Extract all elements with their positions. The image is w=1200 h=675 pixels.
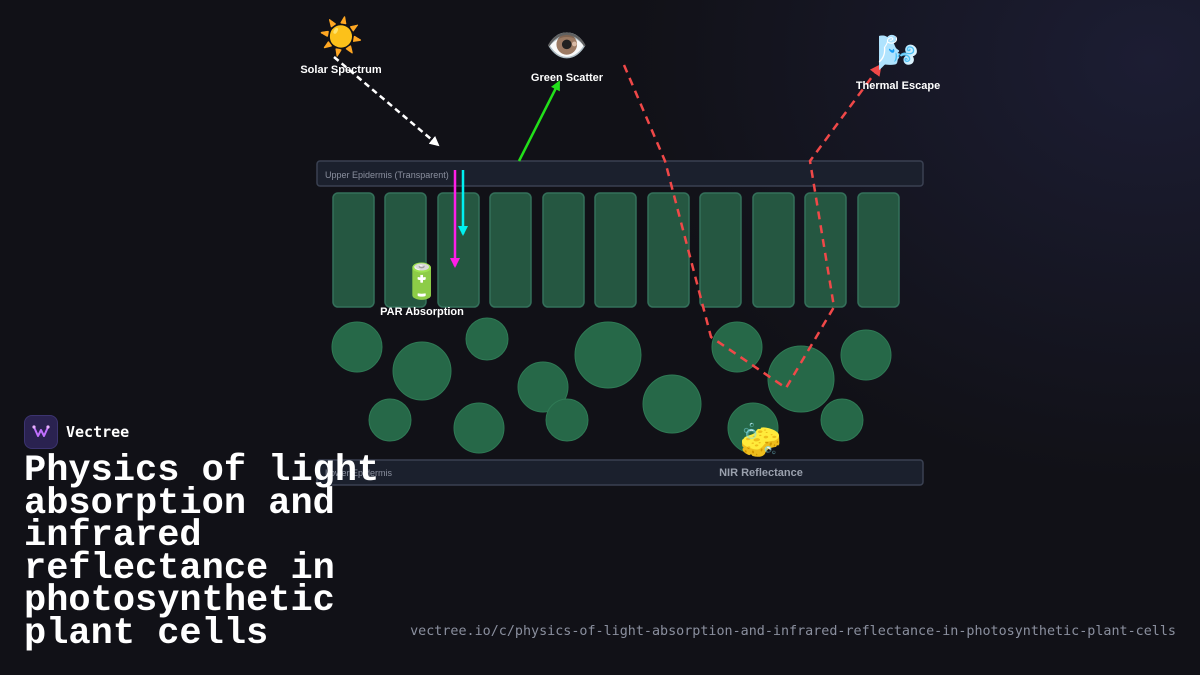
par-absorption-label: PAR Absorption: [380, 306, 464, 318]
solar-incoming-ray: [333, 56, 440, 147]
spongy-cell: [465, 317, 509, 361]
palisade-cell: [804, 192, 847, 308]
palisade-cell: [594, 192, 637, 308]
palisade-cell: [489, 192, 532, 308]
spongy-cell: [642, 374, 702, 434]
palisade-cell: [699, 192, 742, 308]
spongy-cell: [392, 341, 452, 401]
sun-icon: ☀️: [319, 15, 364, 58]
palisade-cell: [647, 192, 690, 308]
brand-name: Vectree: [66, 423, 130, 441]
page-url[interactable]: vectree.io/c/physics-of-light-absorption…: [410, 624, 1176, 639]
palisade-cell: [857, 192, 900, 308]
thermal-escape-label: Thermal Escape: [856, 80, 940, 92]
spongy-cell: [727, 402, 779, 454]
page-title: Physics of light absorption and infrared…: [24, 450, 380, 655]
eye-icon: 👁️: [546, 26, 588, 66]
sponge-icon: 🧽: [740, 421, 786, 461]
spongy-cell: [453, 402, 505, 454]
spongy-cell: [545, 398, 589, 442]
spongy-cell: [368, 398, 412, 442]
wind-icon: 🌬️: [877, 33, 919, 73]
green-scatter-ray: [517, 80, 561, 162]
lower-epidermis: [316, 459, 924, 486]
palisade-cell: [384, 192, 427, 308]
spongy-cell: [517, 361, 569, 413]
spongy-cell: [574, 321, 642, 389]
solar-spectrum-label: Solar Spectrum: [300, 64, 382, 76]
palisade-cell: [542, 192, 585, 308]
nir-reflectance-label: NIR Reflectance: [719, 467, 803, 479]
upper-epidermis: [316, 160, 924, 187]
vectree-logo-icon: [24, 415, 58, 449]
battery-icon: 🔋: [401, 262, 443, 302]
palisade-cell: [752, 192, 795, 308]
spongy-cell: [840, 329, 892, 381]
palisade-cell: [437, 192, 480, 308]
spongy-cell: [711, 321, 763, 373]
brand: Vectree: [24, 415, 129, 449]
spongy-mesophyll-layer: [331, 317, 892, 454]
spongy-cell: [767, 345, 835, 413]
palisade-layer: [332, 192, 900, 308]
spongy-cell: [820, 398, 864, 442]
green-scatter-label: Green Scatter: [531, 72, 604, 84]
palisade-cell: [332, 192, 375, 308]
lower-epidermis-label: Lower Epidermis: [325, 468, 393, 478]
spongy-cell: [331, 321, 383, 373]
upper-epidermis-label: Upper Epidermis (Transparent): [325, 170, 449, 180]
nir-reflectance-path: [622, 63, 882, 390]
